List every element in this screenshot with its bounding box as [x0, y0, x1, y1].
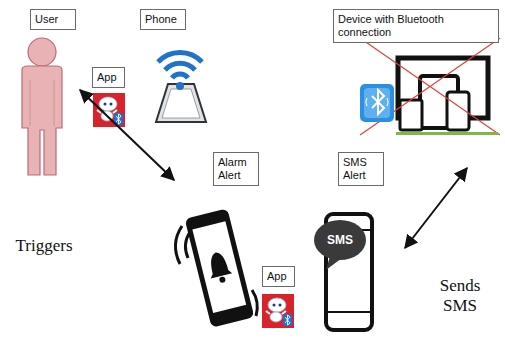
edge-label: Sends SMS: [432, 276, 488, 316]
app-label: App: [262, 266, 295, 287]
edge-label: Triggers: [8, 236, 80, 256]
phone-icon: [156, 52, 206, 122]
device-label: Device with Bluetooth connection: [333, 9, 499, 43]
alarm-phone: [175, 208, 257, 327]
sms-alert-label: SMS Alert: [338, 152, 384, 186]
sms-arrow: [405, 168, 467, 248]
label-text: App: [267, 270, 290, 283]
label-text: App: [97, 71, 120, 84]
user-figure: [22, 38, 62, 175]
label-text: Device with Bluetooth connection: [338, 13, 494, 39]
app-label: App: [92, 67, 125, 88]
phone-label: Phone: [140, 9, 186, 30]
sms-bubble-text: SMS: [316, 233, 364, 247]
label-text: SMS Alert: [343, 156, 379, 182]
app-icon: [93, 93, 125, 127]
devices-icon: [360, 38, 500, 135]
alarm-alert-label: Alarm Alert: [213, 152, 259, 186]
label-text: Alarm Alert: [218, 156, 254, 182]
label-text: Phone: [145, 13, 181, 26]
user-label: User: [30, 9, 76, 30]
label-text: User: [35, 13, 71, 26]
app-icon: [262, 294, 294, 328]
trigger-arrow: [80, 90, 174, 180]
sms-phone: [314, 214, 372, 330]
